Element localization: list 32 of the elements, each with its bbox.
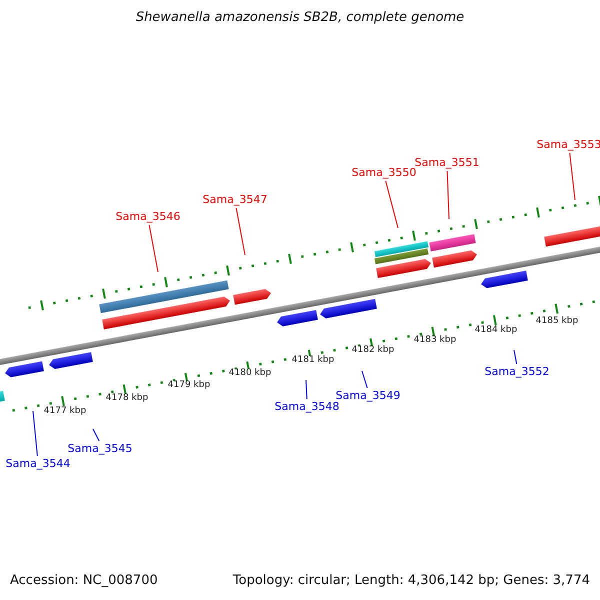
gene-label: Sama_3546 [116,210,180,224]
gene-label: Sama_3544 [6,458,70,470]
title: Shewanella amazonensis SB2B, complete genome [136,10,464,26]
gene-label: Sama_3553 [536,138,600,152]
scale-label: 4183 kbp [412,336,458,346]
leader-line [569,152,576,200]
leader-line [148,224,158,272]
accession-text: Accession: NC_008700 [10,574,158,588]
leader-line [446,170,450,220]
scale-label: 4185 kbp [534,317,580,327]
gene-label: Sama_3550 [352,166,416,180]
gene-label: Sama_3549 [336,390,400,402]
scale-label: 4180 kbp [228,369,272,379]
leader-line [306,380,308,400]
scale-label: 4181 kbp [290,356,336,366]
leader-line [514,350,518,364]
scale-label: 4177 kbp [42,407,88,417]
gene-label: Sama_3545 [68,442,132,456]
genome-info-text: Topology: circular; Length: 4,306,142 bp; Genes: 3,774 [232,574,590,588]
leader-line [362,370,368,388]
scale-label: 4182 kbp [350,346,396,356]
leader-line [32,410,38,456]
leader-line [92,428,100,442]
scale-label: 4178 kbp [104,394,150,404]
scale-label: 4184 kbp [474,326,518,336]
leader-line [385,180,398,228]
gene-label: Sama_3552 [484,366,550,378]
gene-label: Sama_3548 [274,400,340,414]
leader-line [236,208,246,256]
scale-label: 4179 kbp [166,381,212,391]
gene-label: Sama_3551 [414,156,480,170]
gene-label: Sama_3547 [202,194,268,206]
